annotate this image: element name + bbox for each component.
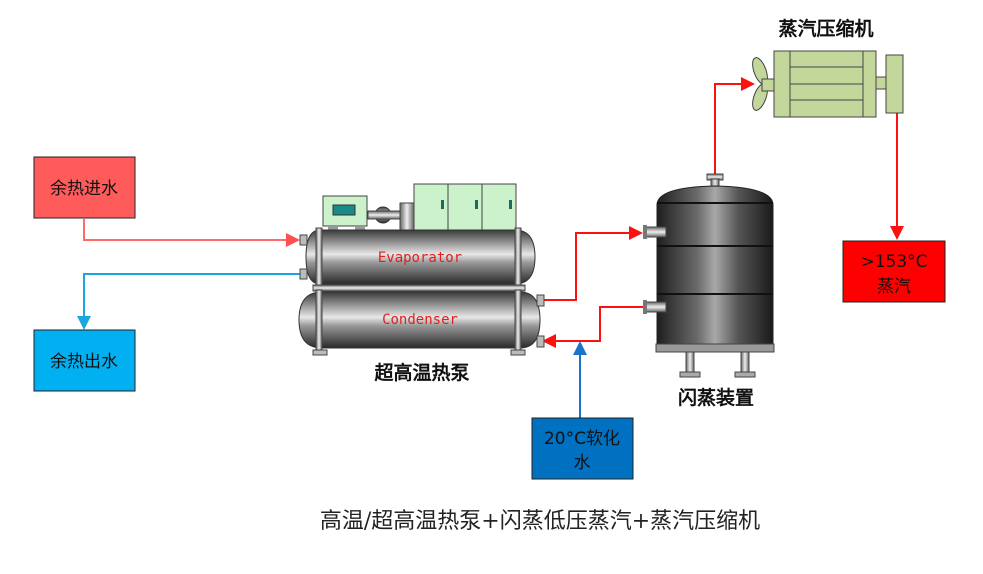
heat-pump-label: 超高温热泵 [373,361,469,384]
node-steam-out-label-1: >153°C [860,252,927,272]
condenser-vessel: Condenser [298,289,545,356]
node-waste-heat-in-label: 余热进水 [50,179,118,199]
pipe-compressor-to-steam [890,113,904,240]
evaporator-vessel: Evaporator [299,227,536,289]
condenser-label: Condenser [382,312,458,328]
arrow-head-icon [629,226,643,240]
pipe-waste-heat-in [83,219,300,247]
pipe-soft-water [573,341,587,418]
arrow-head-icon [542,334,556,348]
arrow-head-icon [890,226,904,240]
pipe-waste-heat-out [77,273,302,330]
pipe-flash-to-condenser [542,306,645,348]
heat-pump: Evaporator Condenser 超高温热泵 [298,183,545,384]
control-panel-icon [322,195,368,230]
compressor-motor-icon [367,202,415,231]
node-soft-water-label-2: 水 [574,453,591,473]
node-waste-heat-out-label: 余热出水 [50,352,118,372]
electrical-cabinets-icon [413,183,517,231]
node-soft-water: 20°C软化 水 [531,417,634,480]
pipe-flash-to-compressor [714,77,755,175]
steam-compressor: 蒸汽压缩机 [752,17,904,118]
frame-plate [312,284,526,292]
node-waste-heat-in: 余热进水 [33,156,136,219]
node-waste-heat-out: 余热出水 [33,329,136,392]
diagram-caption: 高温/超高温热泵+闪蒸低压蒸汽+蒸汽压缩机 [320,509,760,534]
compressor-label: 蒸汽压缩机 [778,17,873,40]
arrow-head-icon [741,77,755,91]
arrow-head-icon [286,233,300,247]
node-steam-out: >153°C 蒸汽 [842,240,946,303]
flash-tank: 闪蒸装置 [643,173,775,409]
arrow-head-icon [573,341,587,355]
arrow-head-icon [77,316,91,330]
node-soft-water-label-1: 20°C软化 [544,429,620,449]
flash-tank-label: 闪蒸装置 [678,386,754,409]
pipe-condenser-to-flash [540,226,643,301]
evaporator-label: Evaporator [378,250,462,266]
node-steam-out-label-2: 蒸汽 [877,277,911,297]
